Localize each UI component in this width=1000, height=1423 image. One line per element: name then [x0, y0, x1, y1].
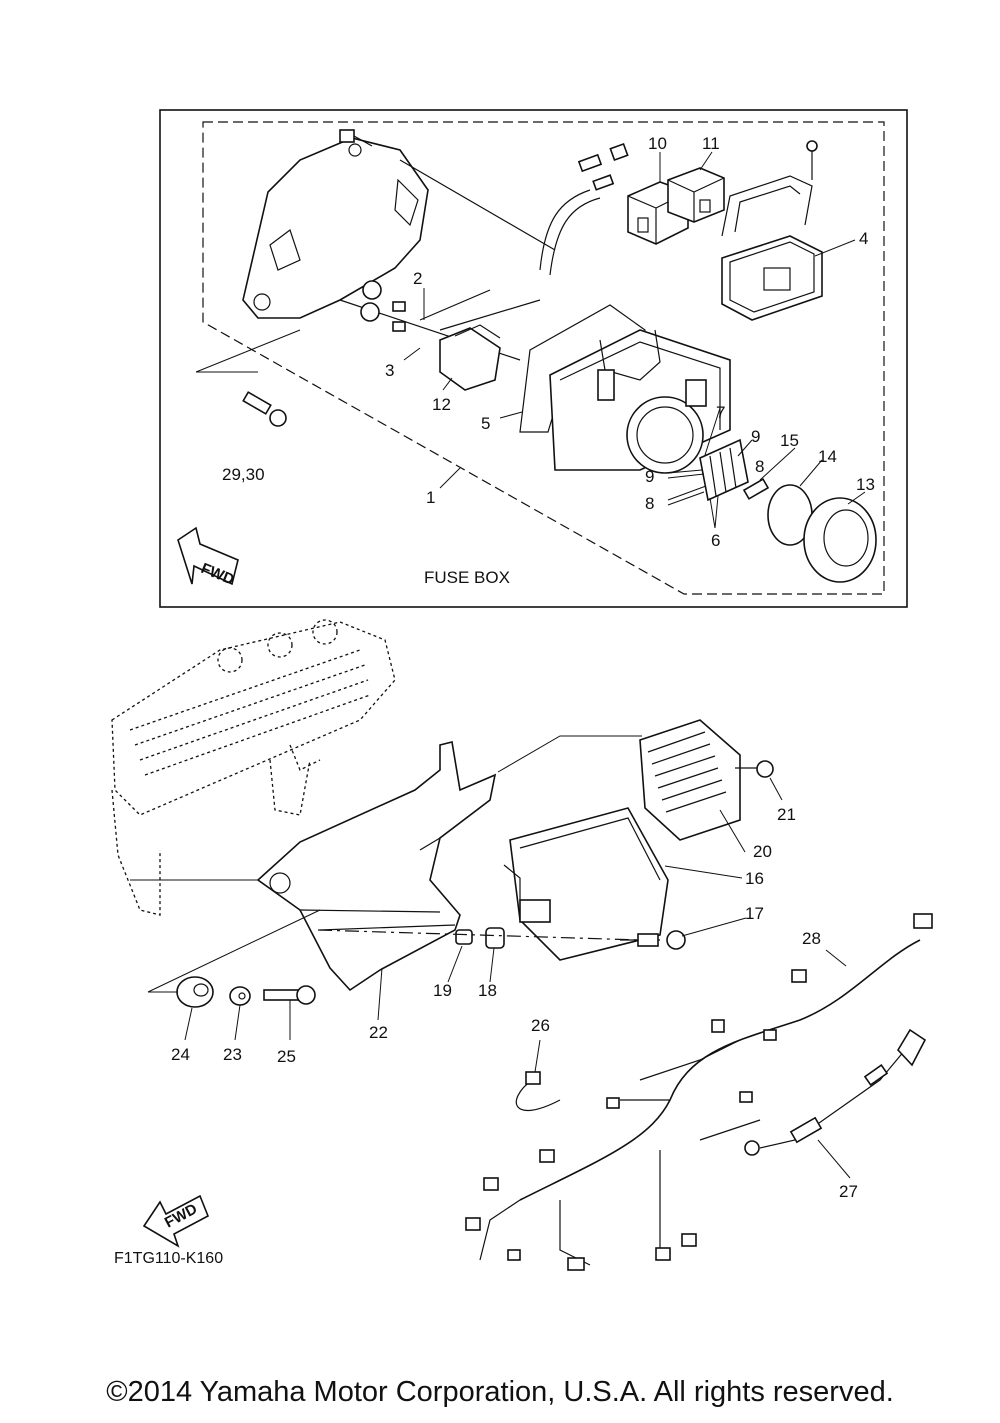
callout-1: 1: [426, 488, 435, 507]
fuse-box-cover-4: [721, 140, 823, 321]
bolt-25: [263, 985, 316, 1005]
cdi-unit-16: [503, 807, 669, 961]
callout-27: 27: [839, 1182, 858, 1201]
callout-5: 5: [481, 414, 490, 433]
callout-9-lower: 9: [645, 467, 654, 486]
callout-22: 22: [369, 1023, 388, 1042]
fuse-box-inset-frame: [159, 109, 908, 608]
callout-19: 19: [433, 981, 452, 1000]
bolt-29-30: [242, 391, 287, 427]
mounting-bracket-22: [256, 741, 497, 992]
callout-28: 28: [802, 929, 821, 948]
callout-29-30: 29,30: [222, 465, 265, 484]
callout-23: 23: [223, 1045, 242, 1064]
relay-11: [667, 167, 725, 223]
inset-dashed-outline: [202, 121, 885, 595]
callout-24: 24: [171, 1045, 190, 1064]
callout-6: 6: [711, 531, 720, 550]
rectifier-regulator-20: [639, 719, 741, 841]
callout-13: 13: [856, 475, 875, 494]
callout-26: 26: [531, 1016, 550, 1035]
callout-8-lower: 8: [645, 494, 654, 513]
callout-21: 21: [777, 805, 796, 824]
lower-leaders: [130, 735, 851, 1179]
callout-25: 25: [277, 1047, 296, 1066]
bolt-21: [735, 760, 774, 778]
fwd-arrow-icon: FWD: [177, 526, 239, 589]
inset-leaders: [195, 151, 866, 529]
callout-16: 16: [745, 869, 764, 888]
screws-2-3: [360, 280, 541, 332]
fuse-box-body: [549, 329, 731, 474]
collar-19: [455, 929, 473, 945]
wire-harness-28: [465, 913, 933, 1271]
sensor-12: [439, 324, 501, 391]
cap-13: [803, 497, 877, 583]
washer-23: [229, 986, 251, 1006]
bracket-bolt: [339, 129, 373, 147]
fwd-arrow-icon-lower: FWD: [142, 1194, 210, 1248]
callout-8-upper: 8: [755, 457, 764, 476]
grommet-18: [485, 927, 505, 949]
battery-cable-27: [744, 1028, 927, 1156]
callout-17: 17: [745, 904, 764, 923]
rubber-mount-24: [176, 976, 214, 1008]
inset-title: FUSE BOX: [424, 568, 510, 587]
callout-7: 7: [716, 403, 725, 422]
callout-3: 3: [385, 361, 394, 380]
callout-2: 2: [413, 269, 422, 288]
callout-18: 18: [478, 981, 497, 1000]
callout-11: 11: [702, 134, 720, 153]
callout-20: 20: [753, 842, 772, 861]
copyright-notice: ©2014 Yamaha Motor Corporation, U.S.A. A…: [106, 1376, 894, 1408]
callout-14: 14: [818, 447, 837, 466]
engine-cylinder-head: [111, 619, 396, 916]
callout-15: 15: [780, 431, 799, 450]
callout-12: 12: [432, 395, 451, 414]
callout-9-upper: 9: [751, 427, 760, 446]
drawing-code: F1TG110-K160: [114, 1250, 223, 1267]
callout-4: 4: [859, 229, 868, 248]
ground-cable-26: [515, 1071, 561, 1112]
cable-connectors-top: [539, 142, 629, 276]
callout-10: 10: [648, 134, 667, 153]
